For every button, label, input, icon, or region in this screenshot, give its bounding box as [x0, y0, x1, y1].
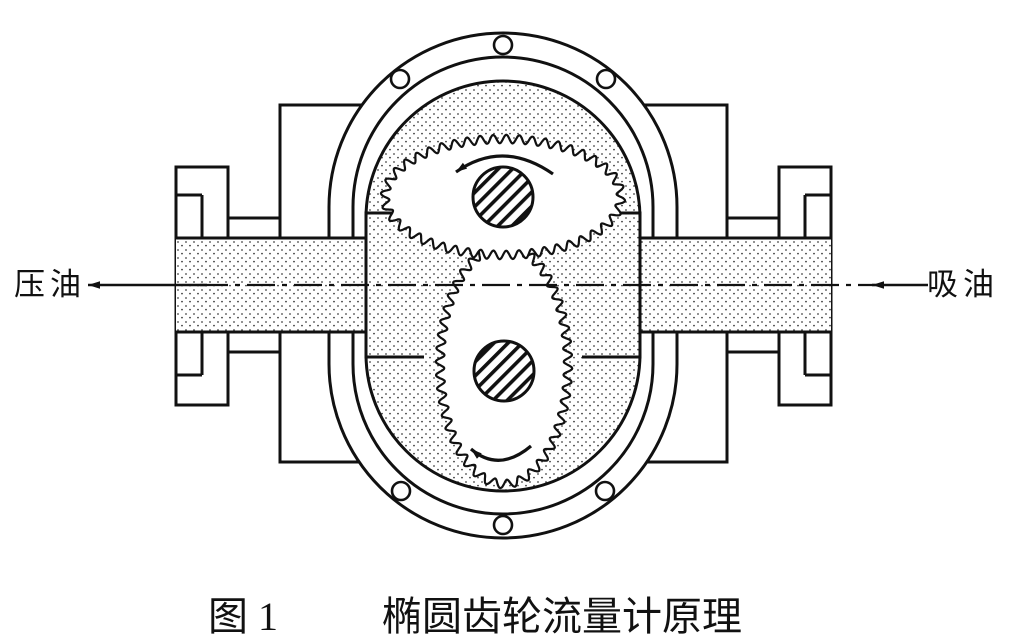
bolt-bottom-left — [390, 480, 412, 502]
left-flow-label: 压油 — [14, 267, 86, 302]
bolt-top-left — [389, 68, 411, 90]
top-gear-shaft — [471, 165, 535, 229]
right-flange-step-lines — [803, 193, 831, 377]
pipe-wall-lines — [176, 236, 831, 334]
bolt-bottom-right — [594, 480, 616, 502]
caption-number: 图 1 — [208, 594, 278, 639]
figure-caption: 图 1 椭圆齿轮流量计原理 — [208, 584, 742, 642]
flange-bolts — [389, 34, 617, 536]
bolt-top-center — [492, 34, 514, 56]
bottom-gear-shaft — [472, 339, 536, 403]
right-flow-label: 吸油 — [927, 267, 999, 302]
bolt-bottom-center — [492, 514, 514, 536]
left-flange-step-lines — [176, 193, 204, 377]
left-flange-connector-lines — [228, 216, 280, 354]
right-flange-connector-lines — [727, 216, 779, 354]
bolt-top-right — [595, 68, 617, 90]
bottom-rotation-arrow — [469, 444, 533, 462]
top-rotation-arrow — [455, 154, 554, 176]
caption-title: 椭圆齿轮流量计原理 — [382, 594, 742, 639]
left-flange — [174, 165, 280, 407]
